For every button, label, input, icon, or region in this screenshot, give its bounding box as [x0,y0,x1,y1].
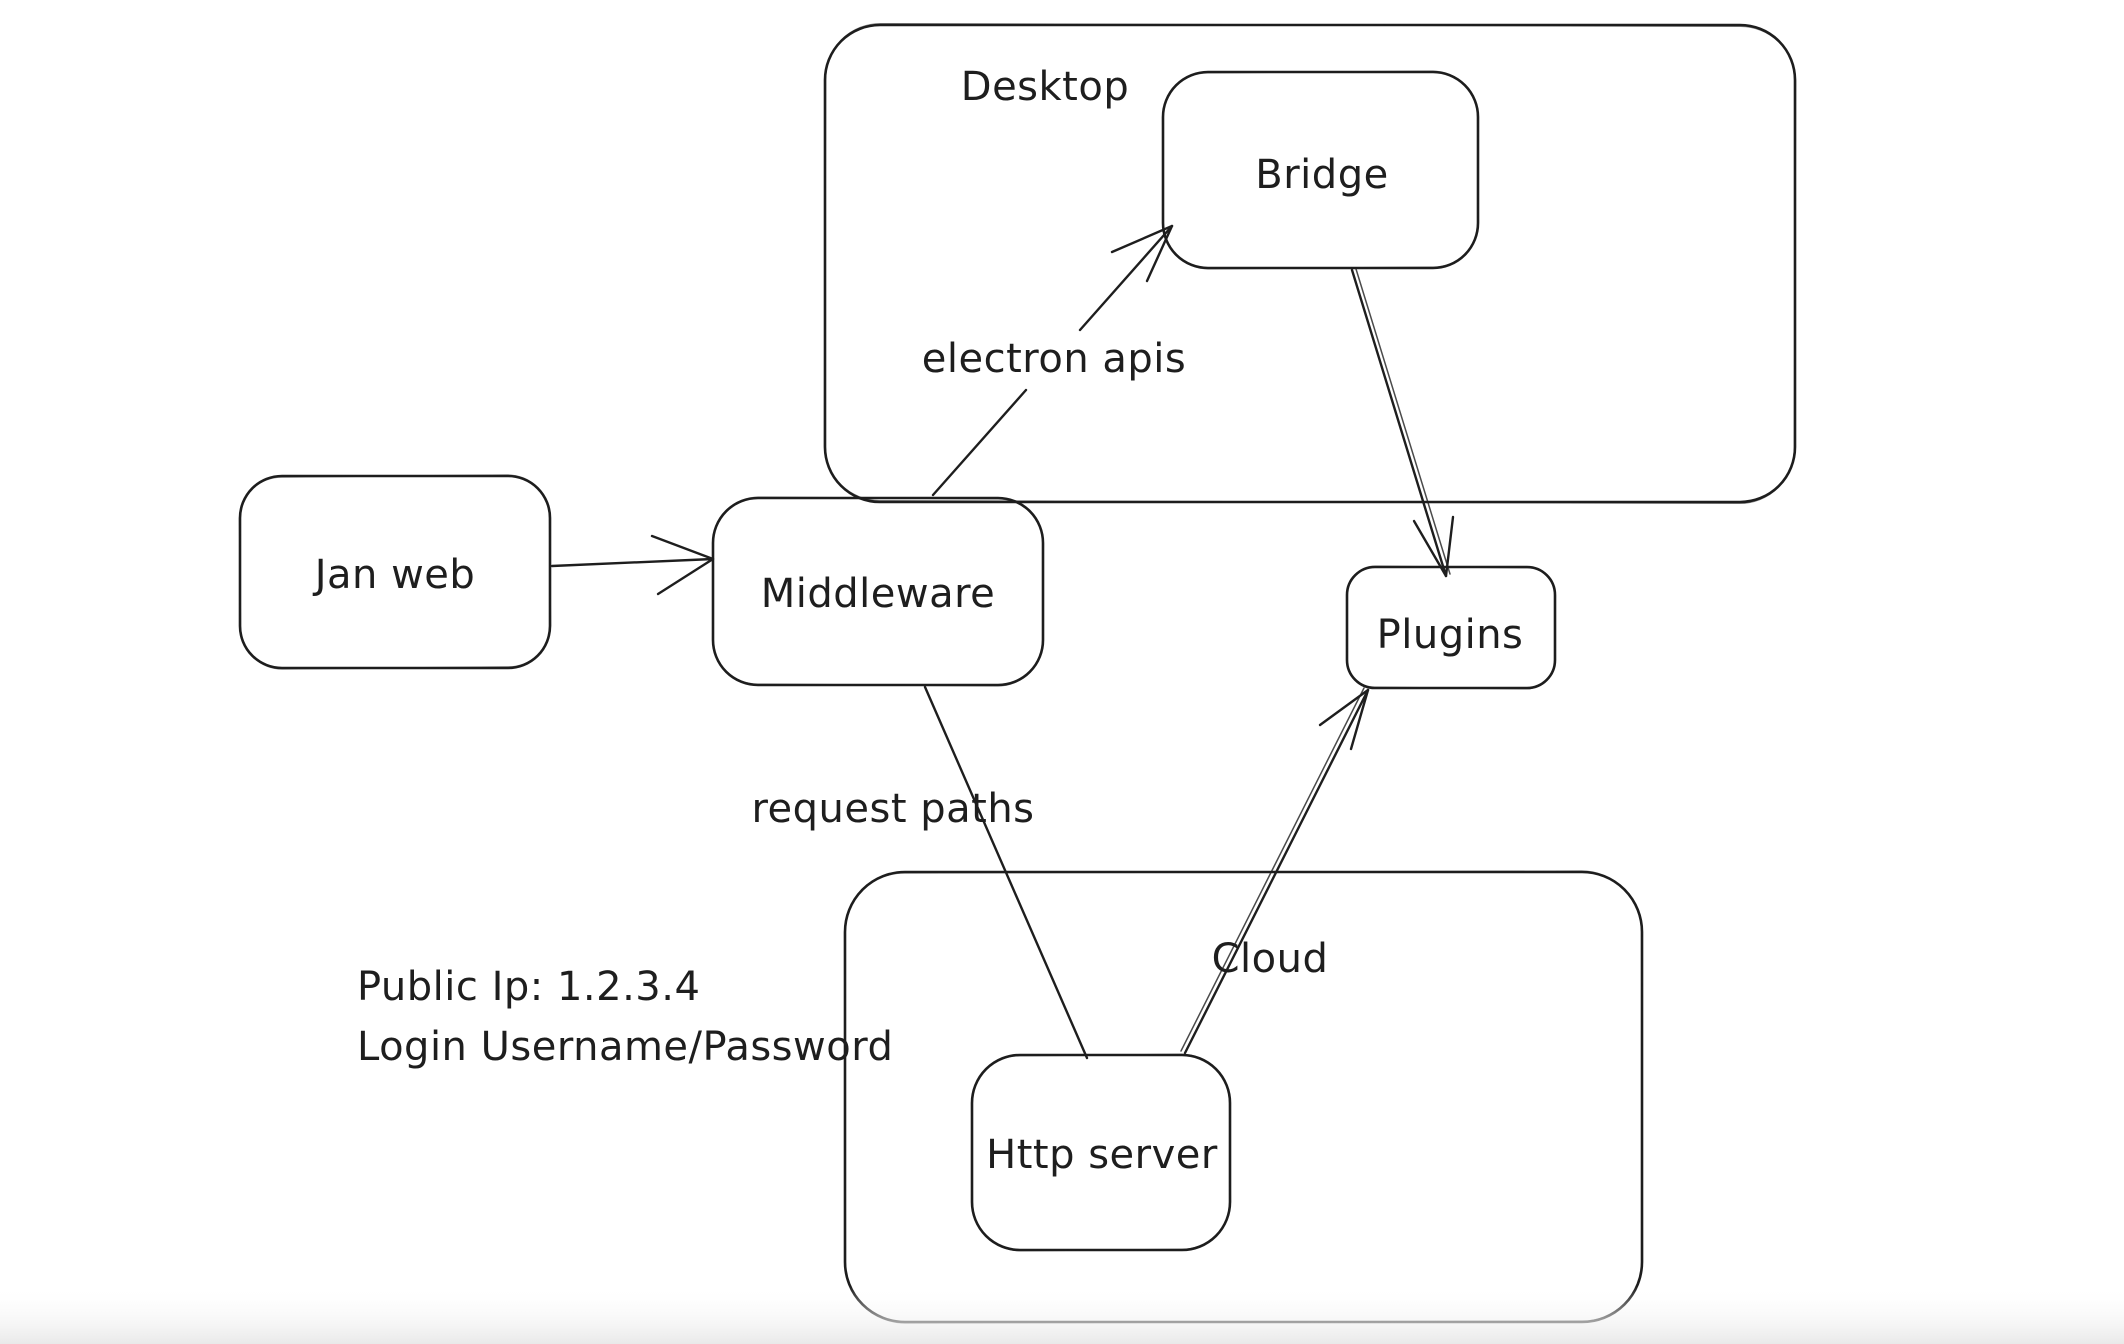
bridge-node-label: Bridge [1255,152,1388,198]
jan-web-node-outline-sketch [238,474,552,670]
request-paths-edge-label: request paths [751,786,1034,832]
arrow-bridge-to-plugins-line-sketch [1355,268,1451,575]
arrow-middleware-to-bridge-head [1110,224,1174,283]
bottom-edge-fade [0,1286,2124,1344]
plugins-node-label: Plugins [1377,612,1524,658]
middleware-node-label: Middleware [761,571,996,617]
arrow-http-server-to-plugins-line-sketch [1180,687,1365,1052]
middleware-node: Middleware [711,496,1045,687]
arrow-http-server-to-plugins-line [1183,688,1370,1055]
arrow-jan-web-to-middleware-head [650,534,715,596]
credentials-note: Public Ip: 1.2.3.4 Login Username/Passwo… [357,964,893,1070]
arrow-jan-web-to-middleware [550,534,715,596]
electron-apis-edge-label: electron apis [922,336,1186,382]
arrow-middleware-to-bridge: electron apis [922,224,1186,497]
bridge-node: Bridge [1161,70,1480,270]
note-login-credentials: Login Username/Password [357,1024,893,1070]
http-server-node: Http server [970,1053,1232,1252]
bridge-node-outline-sketch [1161,70,1480,270]
arrow-jan-web-to-middleware-line [550,557,715,568]
plugins-node: Plugins [1345,565,1557,690]
jan-web-node-label: Jan web [312,552,476,598]
desktop-container: Desktop [823,22,1797,505]
note-public-ip: Public Ip: 1.2.3.4 [357,964,700,1010]
jan-web-node: Jan web [238,474,552,670]
arrow-http-server-to-plugins-head [1318,688,1370,751]
line-middleware-to-http-server: request paths [751,685,1089,1060]
line-middleware-to-http-server-line [923,685,1089,1060]
arrow-middleware-to-bridge-line [931,224,1174,497]
plugins-node-outline-sketch [1345,565,1557,690]
cloud-container-label: Cloud [1212,936,1329,982]
arrow-http-server-to-plugins [1180,687,1370,1055]
desktop-container-outline-sketch [823,22,1797,505]
desktop-container-label: Desktop [961,64,1129,110]
http-server-node-outline-sketch [970,1053,1232,1252]
arrow-bridge-to-plugins-line [1350,268,1448,578]
arrow-bridge-to-plugins [1350,268,1455,578]
http-server-node-label: Http server [986,1132,1218,1178]
middleware-node-outline-sketch [711,496,1045,687]
